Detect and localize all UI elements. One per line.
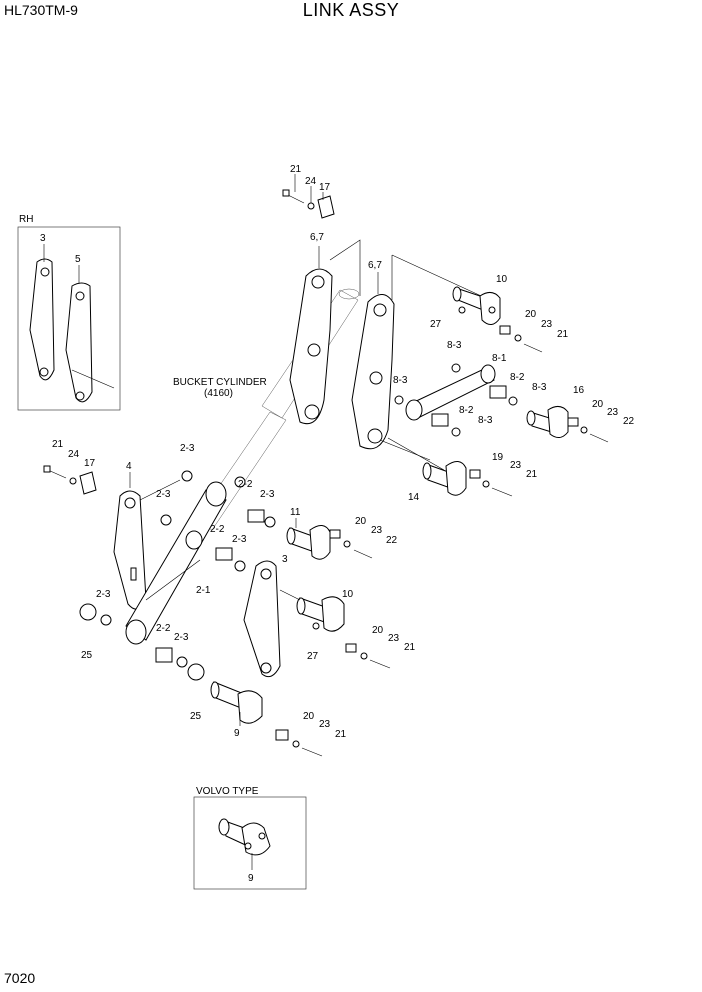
callout-2-2-c: 2-2 [156, 623, 171, 634]
cylinder-name: BUCKET CYLINDER [173, 377, 267, 388]
callout-9: 9 [234, 728, 240, 739]
page-title: LINK ASSY [302, 0, 400, 20]
callout-22-mid: 22 [623, 416, 635, 427]
plate-3-lower: 3 [243, 554, 288, 678]
callout-21-left: 21 [52, 439, 64, 450]
callout-19: 19 [492, 452, 504, 463]
callout-20-lower: 20 [372, 625, 384, 636]
callout-21-14: 21 [526, 469, 538, 480]
callout-2-3-b: 2-3 [156, 489, 171, 500]
plate-4: 4 [113, 461, 147, 610]
callout-24-left: 24 [68, 449, 80, 460]
callout-10-upper: 10 [496, 274, 508, 285]
callout-2-3-e: 2-3 [96, 589, 111, 600]
volvo-type-label: VOLVO TYPE [196, 786, 259, 797]
callout-23-mid: 23 [607, 407, 619, 418]
callout-23-14: 23 [510, 460, 522, 471]
callout-2-3-a: 2-3 [180, 443, 195, 454]
link-8-1-group: 8-3 8-1 8-3 8-2 8-3 8-2 8-3 [393, 340, 547, 437]
callout-25-b: 25 [190, 711, 202, 722]
page-number: 7020 [4, 970, 36, 986]
callout-27-upper: 27 [430, 319, 442, 330]
callout-8-3-c: 8-3 [532, 382, 547, 393]
callout-23-lower: 23 [388, 633, 400, 644]
callout-20-mid: 20 [592, 399, 604, 410]
callout-17-top: 17 [319, 182, 331, 193]
pin-10-lower: 10 27 20 23 21 [296, 589, 416, 669]
callout-2-3-d: 2-3 [232, 534, 247, 545]
callout-20-11: 20 [355, 516, 367, 527]
callout-24-top: 24 [305, 176, 317, 187]
bushings-seals: 2-3 2-3 2-2 2-3 2-2 2-3 2-3 25 2-2 2-3 2… [79, 443, 276, 722]
callout-23-11: 23 [371, 525, 383, 536]
callout-21-upper: 21 [557, 329, 569, 340]
bolt-set-top: 21 24 17 [282, 164, 335, 219]
callout-21-top: 21 [290, 164, 302, 175]
main-link-2-1: 2-1 [125, 481, 227, 645]
callout-8-2-b: 8-2 [459, 405, 474, 416]
pin-10-upper: 10 27 20 23 21 [430, 274, 569, 353]
callout-20-upper: 20 [525, 309, 537, 320]
callout-27-lower: 27 [307, 651, 319, 662]
callout-23-upper: 23 [541, 319, 553, 330]
callout-21-lower: 21 [404, 642, 416, 653]
callout-2-1: 2-1 [196, 585, 211, 596]
callout-16: 16 [573, 385, 585, 396]
callout-21-9: 21 [335, 729, 347, 740]
callout-rh-3: 3 [40, 233, 46, 244]
callout-6-7-left: 6,7 [310, 232, 324, 243]
callout-22-11: 22 [386, 535, 398, 546]
link-plate-6-7-right: 6,7 [351, 260, 395, 450]
callout-8-2-a: 8-2 [510, 372, 525, 383]
callout-23-9: 23 [319, 719, 331, 730]
rh-label: RH [19, 214, 33, 225]
rh-plate-3 [29, 258, 55, 381]
pin-14: 19 23 21 14 [379, 439, 538, 503]
cylinder-code: (4160) [204, 388, 233, 399]
callout-volvo-9: 9 [248, 873, 254, 884]
pin-11: 11 20 23 22 [286, 507, 398, 560]
pin-9: 9 20 23 21 [210, 681, 347, 757]
callout-10-lower: 10 [342, 589, 354, 600]
callout-3: 3 [282, 554, 288, 565]
callout-14: 14 [408, 492, 420, 503]
volvo-type-inset: VOLVO TYPE 9 [193, 786, 307, 890]
callout-25-a: 25 [81, 650, 93, 661]
rh-plate-5 [65, 282, 93, 403]
link-plate-6-7-left: 6,7 [289, 232, 333, 425]
callout-2-3-f: 2-3 [174, 632, 189, 643]
callout-8-3-b: 8-3 [393, 375, 408, 386]
callout-20-9: 20 [303, 711, 315, 722]
bolt-set-left: 21 24 17 [43, 439, 97, 495]
callout-8-3-a: 8-3 [447, 340, 462, 351]
callout-6-7-right: 6,7 [368, 260, 382, 271]
callout-11: 11 [290, 507, 301, 518]
callout-4: 4 [126, 461, 132, 472]
callout-8-1: 8-1 [492, 353, 507, 364]
callout-2-2-b: 2-2 [210, 524, 225, 535]
rh-inset: RH 3 5 [17, 214, 121, 411]
callout-rh-5: 5 [75, 254, 81, 265]
callout-2-3-c: 2-3 [260, 489, 275, 500]
callout-17-left: 17 [84, 458, 96, 469]
callout-2-2-a: 2-2 [238, 479, 253, 490]
callout-8-3-d: 8-3 [478, 415, 493, 426]
model-code: HL730TM-9 [4, 2, 78, 18]
pin-16: 16 20 23 22 [526, 385, 635, 443]
